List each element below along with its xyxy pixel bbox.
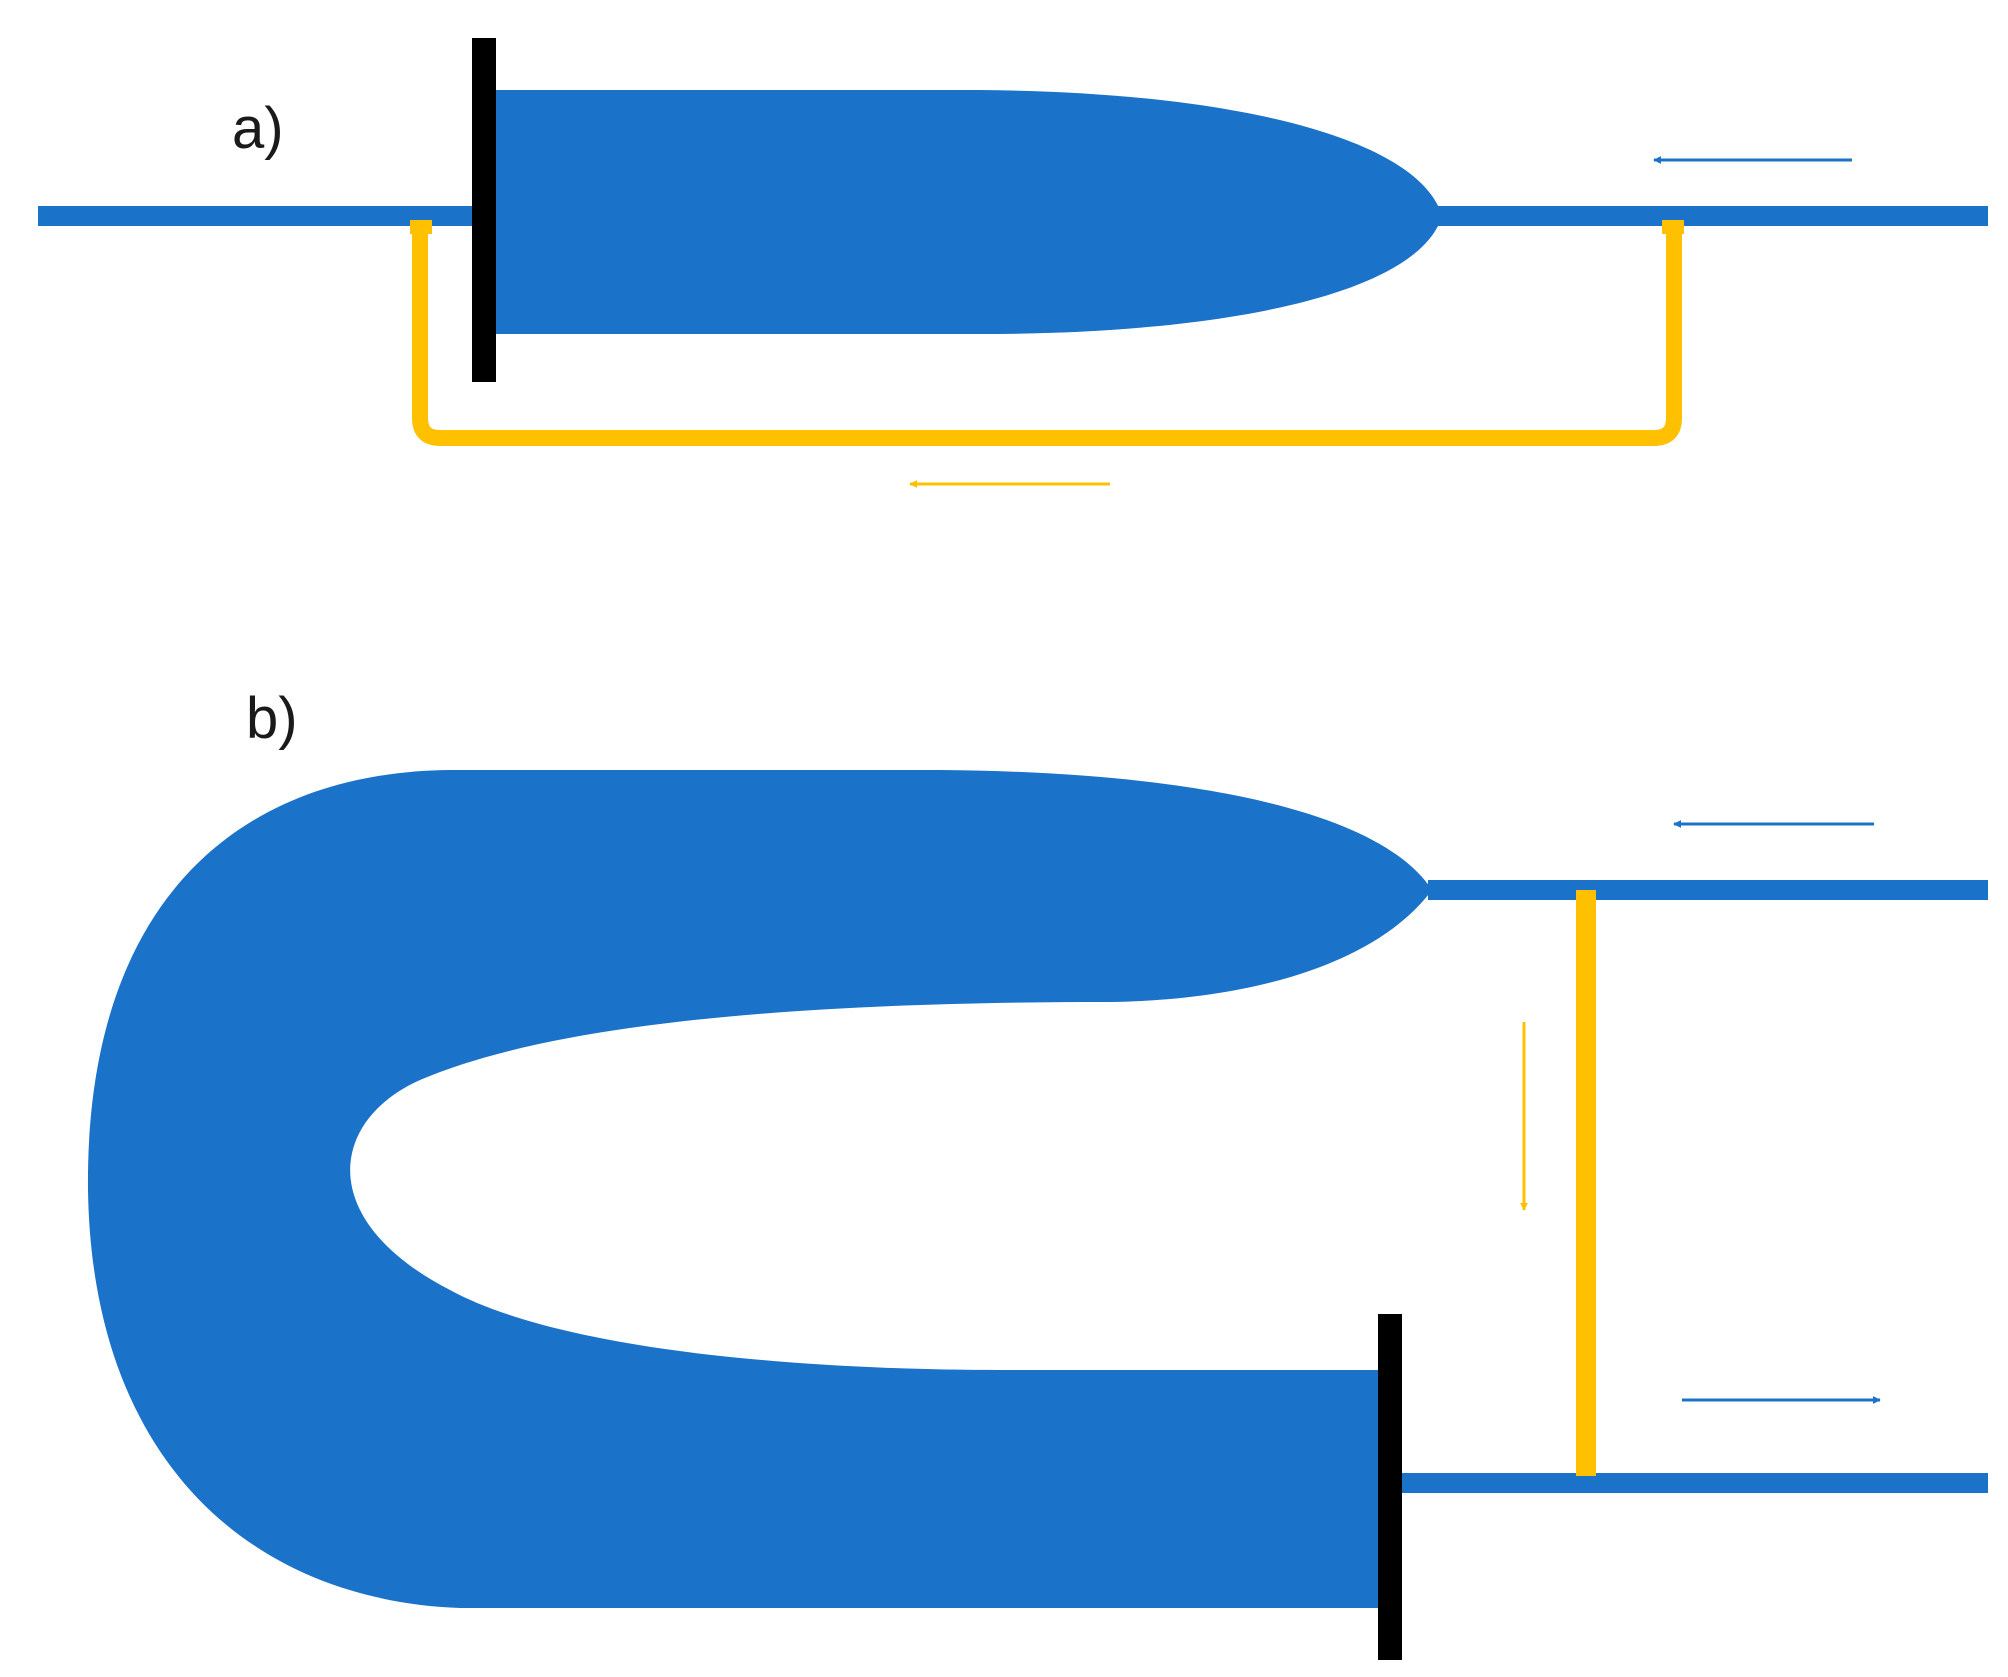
panel-a-bypass-cap-right: [1662, 220, 1684, 234]
panel-b-barrier: [1378, 1314, 1402, 1660]
panel-b-label: b): [246, 686, 298, 751]
panel-a-barrier: [472, 38, 496, 382]
panel-a-blue-body: [486, 90, 1442, 334]
panel-a-bypass-path: [412, 224, 1682, 446]
panel-b-u-body: [87, 770, 1433, 1608]
panel-b: b): [87, 686, 1988, 1660]
panel-a: a): [38, 38, 1988, 488]
panel-a-bypass-cap-left: [410, 220, 432, 234]
panel-a-label: a): [232, 96, 284, 161]
